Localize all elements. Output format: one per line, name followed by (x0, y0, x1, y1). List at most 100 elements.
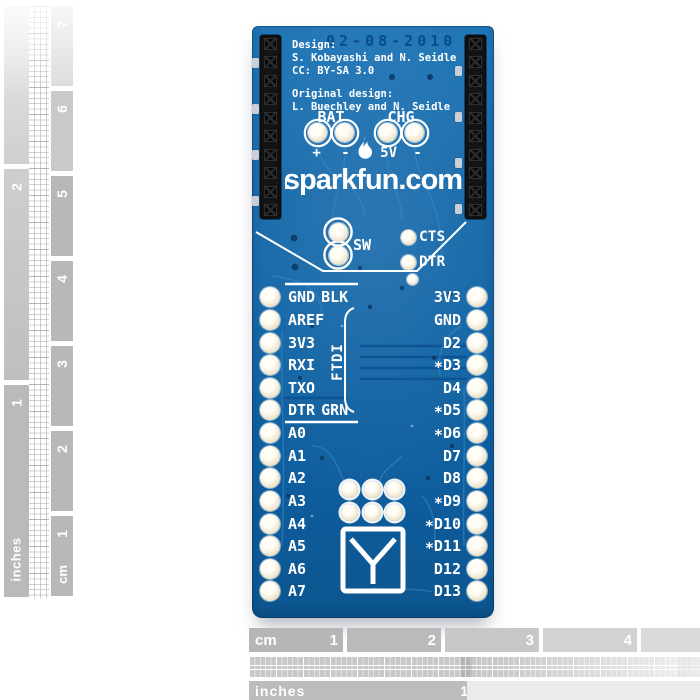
pin-label-box: D12 (403, 560, 461, 578)
cts-label: CTS (419, 229, 446, 245)
pin-label: A4 (288, 514, 307, 533)
pwm-star: * (433, 403, 443, 422)
edge-pad (252, 196, 259, 206)
pwm-star: * (424, 539, 434, 558)
cm-number: 3 (54, 360, 70, 368)
pin-row: *D3 (403, 354, 487, 377)
cm-label: cm (255, 631, 277, 649)
pin-row: D12 (403, 558, 487, 581)
pin-label: D4 (442, 378, 461, 397)
edge-pad (455, 66, 462, 76)
pin-row: A0 (260, 422, 348, 445)
socket-hole (264, 111, 277, 124)
socket-hole (264, 38, 277, 50)
through-hole-pad (467, 287, 487, 308)
cm-block: 4 (51, 261, 73, 341)
cm-number: 2 (427, 631, 436, 649)
pin-row: 3V3 (260, 331, 348, 354)
pin-label: D7 (442, 446, 461, 465)
dtr-label: DTR (419, 254, 446, 270)
edge-pad (455, 112, 462, 122)
right-pin-column: 3V3 GND D2 *D3 D4 *D (403, 286, 487, 603)
design-license: CC: BY-SA 3.0 (292, 65, 375, 77)
left-cm-ruler: 7 6 5 4 3 2 1 (51, 6, 73, 601)
through-hole-pad (260, 355, 280, 376)
pin-label-box: *D10 (403, 515, 461, 535)
bat-plus-pad (308, 123, 327, 142)
silkscreen-layer (255, 118, 467, 594)
pwm-star: * (424, 516, 434, 535)
dtr-pad (400, 254, 416, 270)
pin-label: A1 (288, 446, 307, 465)
isp-pad (386, 481, 403, 498)
edge-pad (252, 58, 259, 68)
pin-label: 3V3 (433, 288, 461, 307)
cm-number: 7 (54, 20, 70, 28)
socket-hole (264, 167, 277, 180)
through-hole-pad (467, 581, 487, 602)
bottom-inch-ruler: inches 1 (249, 681, 475, 700)
inch-number: 2 (8, 183, 25, 191)
inch-block-faded (4, 6, 29, 164)
pin-row: 3V3 (403, 286, 487, 309)
through-hole-pad (260, 581, 280, 602)
left-tick-strip (29, 6, 49, 598)
through-hole-pad (467, 400, 487, 421)
pin-row: GND (403, 309, 487, 332)
bat-polarity: + - (312, 145, 350, 161)
pin-row: *D10 (403, 512, 487, 535)
pwm-star: * (433, 493, 443, 512)
left-ruler: 2 1 inches 7 6 5 4 (0, 0, 80, 620)
through-hole-pad (467, 558, 487, 579)
pin-label-box: D8 (403, 469, 461, 487)
through-hole-pad (260, 400, 280, 421)
inch-block-1: 1 inches (4, 385, 29, 597)
through-hole-pad (260, 287, 280, 308)
socket-hole (469, 74, 482, 87)
cm-block: 5 (51, 176, 73, 256)
through-hole-pad (467, 423, 487, 444)
pin-label: A6 (288, 559, 307, 578)
socket-hole (264, 93, 277, 106)
pin-label-box: *D9 (403, 491, 461, 512)
socket-hole (264, 130, 277, 143)
pin-label: RXI (288, 356, 316, 375)
through-hole-pad (467, 332, 487, 353)
inch-number: 1 (8, 399, 25, 407)
cm-block: 3 (51, 346, 73, 426)
cm-block: 1 (51, 516, 73, 596)
cm-number: 1 (54, 530, 70, 538)
socket-hole (469, 38, 482, 50)
socket-hole (469, 111, 482, 124)
pin-row: AREF (260, 309, 348, 332)
through-hole-pad (260, 490, 280, 511)
pin-label-box: D7 (403, 447, 461, 465)
through-hole-pad (260, 536, 280, 557)
pin-row: A6 (260, 558, 348, 581)
pin-label-box: D4 (403, 379, 461, 397)
socket-hole (469, 130, 482, 143)
socket-hole (264, 74, 277, 87)
pin-label: GND (288, 288, 316, 307)
through-hole-pad (260, 423, 280, 444)
aux-pad (407, 274, 418, 285)
pin-label: D9 (442, 491, 461, 510)
pin-label: D6 (442, 424, 461, 443)
pin-label: D12 (433, 559, 461, 578)
sw-pad-2 (328, 245, 348, 265)
pin-row: D2 (403, 331, 487, 354)
socket-hole (469, 93, 482, 106)
pin-label: A7 (288, 582, 307, 601)
pin-label-box: *D6 (403, 424, 461, 444)
cm-number: 2 (54, 445, 70, 453)
original-heading: Original design: (292, 88, 394, 100)
inches-label-wrap: inches (4, 529, 29, 589)
pin-label: D5 (442, 401, 461, 420)
bottom-ruler: cm 1 2 3 4 5 (244, 624, 700, 700)
pin-label: D11 (433, 537, 461, 556)
chg-minus-pad (405, 123, 424, 142)
isp-pad-grid (341, 481, 403, 521)
pin-label-box: D2 (403, 334, 461, 352)
edge-pad (455, 158, 462, 168)
through-hole-pad (467, 536, 487, 557)
